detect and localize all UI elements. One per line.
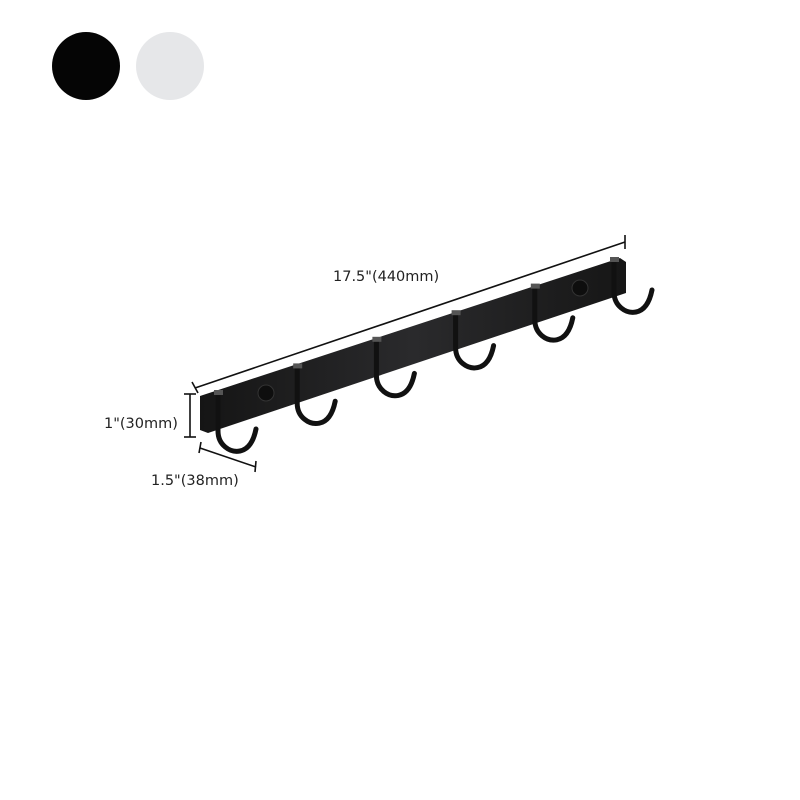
hook-cap xyxy=(372,336,382,342)
color-swatch-black[interactable] xyxy=(52,32,120,100)
hook-cap xyxy=(214,390,223,395)
hook-cap xyxy=(530,283,540,289)
mount-knob xyxy=(571,279,589,297)
hooks xyxy=(214,257,655,454)
hook xyxy=(611,257,655,315)
color-swatch-white[interactable] xyxy=(136,32,204,100)
height-dimension-label: 1"(30mm) xyxy=(104,416,178,432)
dimension-lines xyxy=(184,235,626,473)
depth-dimension-label: 1.5"(38mm) xyxy=(151,473,239,489)
rail-plate xyxy=(200,258,626,433)
hook xyxy=(215,390,259,454)
hook xyxy=(532,284,576,343)
hook xyxy=(453,310,497,371)
hook-cap xyxy=(293,363,303,369)
hook xyxy=(294,363,338,426)
mount-knob xyxy=(257,384,275,402)
hook-cap xyxy=(610,257,619,262)
hook-cap xyxy=(451,310,461,316)
hook xyxy=(373,337,417,399)
length-dimension-label: 17.5"(440mm) xyxy=(333,269,440,285)
